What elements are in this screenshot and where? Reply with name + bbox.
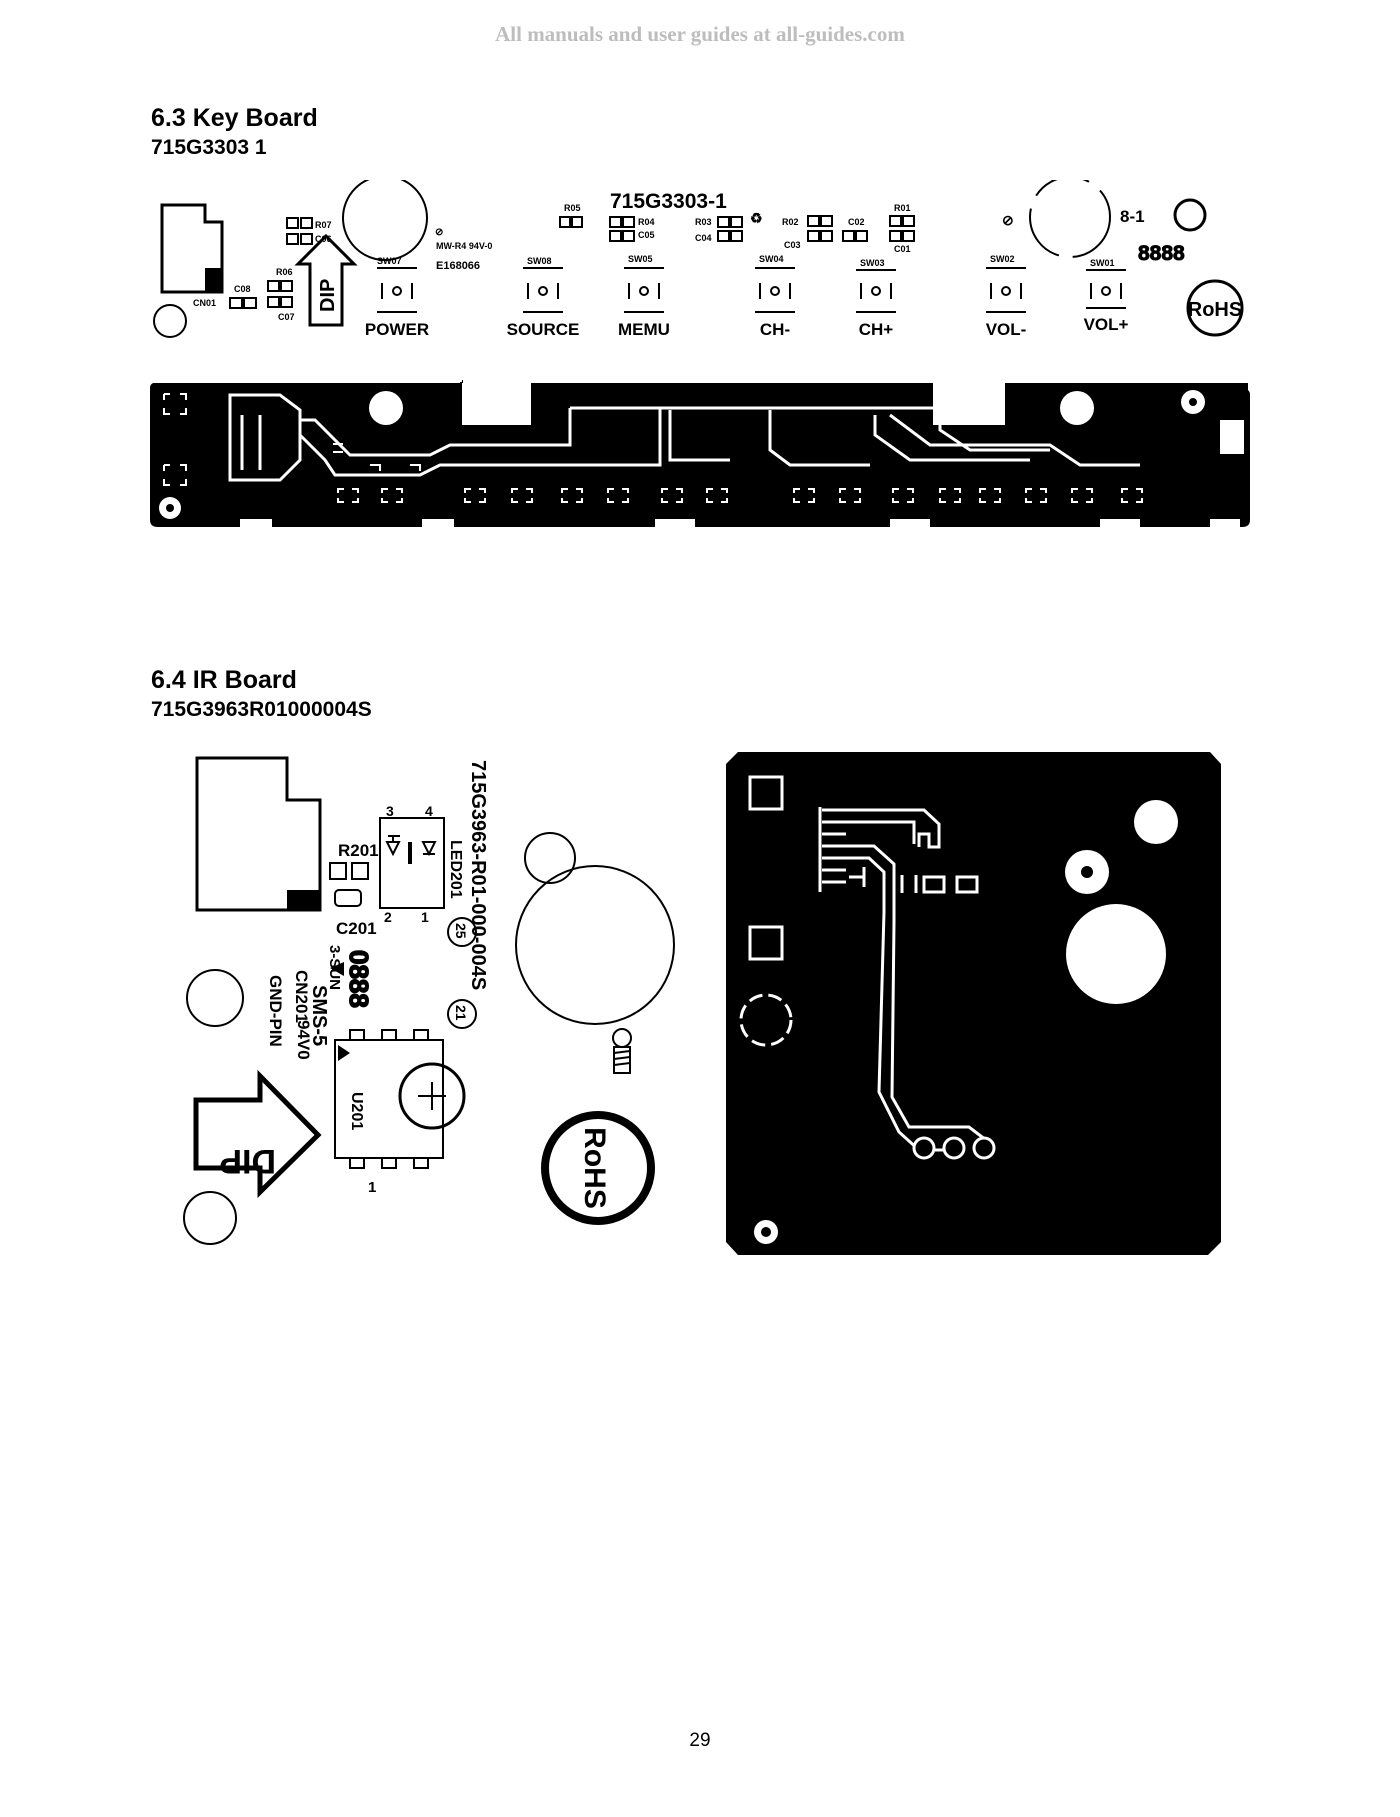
svg-text:SW02: SW02 bbox=[990, 254, 1015, 264]
comp-label: R05 bbox=[564, 203, 581, 213]
model-label: SMS-5 bbox=[308, 985, 330, 1046]
board-body bbox=[150, 383, 1250, 527]
standoff-circle bbox=[1029, 180, 1111, 258]
ir-board-silkscreen: R201 C201 CN201 GND-PIN 94V0 3-SUN SMS-5… bbox=[183, 756, 675, 1245]
led-pin: 4 bbox=[425, 803, 433, 819]
watermark: All manuals and user guides at all-guide… bbox=[495, 22, 905, 46]
key-switch-ch-plus: SW03 CH+ bbox=[856, 258, 896, 339]
rohs-mark-circle bbox=[1186, 279, 1244, 337]
comp-label: R07 bbox=[315, 220, 332, 230]
comp-label: C01 bbox=[894, 244, 911, 254]
rating-label: 94V0 bbox=[294, 1020, 313, 1060]
key-label-ch-minus: CH- bbox=[760, 320, 790, 339]
comp-label: R201 bbox=[338, 841, 379, 860]
dip-label: DIP bbox=[317, 279, 339, 312]
file-number: E168066 bbox=[436, 260, 480, 272]
svg-text:SW04: SW04 bbox=[759, 254, 784, 264]
connector-outline bbox=[160, 203, 224, 294]
comp-label: R02 bbox=[782, 217, 799, 227]
dip-label: DIP bbox=[219, 1142, 276, 1180]
key-switch-vol-minus: SW02 VOL- bbox=[986, 254, 1027, 339]
pin-1-label: 1 bbox=[368, 1179, 376, 1196]
mount-hole bbox=[183, 1191, 237, 1245]
svg-text:SW08: SW08 bbox=[527, 256, 552, 266]
circle-mark: 21 bbox=[453, 1005, 469, 1021]
section-subheading-key-board: 715G3303 1 bbox=[151, 136, 267, 159]
rohs-mark-circle bbox=[541, 1111, 655, 1225]
connector-pin1-mark bbox=[205, 268, 222, 292]
standoff-circle bbox=[515, 865, 675, 1025]
comp-label: C07 bbox=[278, 312, 295, 322]
comp-label: C201 bbox=[336, 919, 377, 938]
comp-label: C02 bbox=[848, 217, 865, 227]
mount-hole bbox=[524, 832, 576, 884]
led-pin: 2 bbox=[384, 909, 392, 925]
section-subheading-ir-board: 715G3963R01000004S bbox=[151, 698, 372, 721]
comp-label: R01 bbox=[894, 203, 911, 213]
led-pin: 1 bbox=[421, 909, 429, 925]
key-switch-ch-minus: SW04 CH- bbox=[755, 254, 795, 339]
rohs-mark: RoHS bbox=[578, 1127, 611, 1209]
key-label-memu: MEMU bbox=[618, 320, 670, 339]
ul-marking: MW-R4 94V-0 bbox=[436, 241, 492, 251]
standoff-circle bbox=[342, 180, 428, 261]
screw-icon: ⊘ bbox=[435, 227, 443, 238]
dip-arrow-icon bbox=[294, 233, 358, 327]
date-code: 8888 bbox=[1138, 242, 1185, 265]
board-id: 715G3303-1 bbox=[610, 190, 727, 213]
date-code: 0888 bbox=[344, 950, 374, 1008]
svg-text:SW07: SW07 bbox=[377, 256, 402, 266]
key-board-copper bbox=[150, 380, 1250, 527]
comp-label: CN01 bbox=[193, 298, 216, 308]
mount-hole bbox=[1173, 198, 1207, 232]
ground-pin-label: GND-PIN bbox=[266, 975, 285, 1047]
key-switch-power: SW07 POWER bbox=[365, 256, 429, 339]
comp-label: C03 bbox=[784, 240, 801, 250]
comp-label: R06 bbox=[276, 267, 293, 277]
circle-mark: 25 bbox=[453, 923, 469, 939]
section-heading-key-board: 6.3 Key Board bbox=[151, 104, 318, 132]
connector-outline bbox=[195, 756, 322, 912]
key-switch-vol-plus: SW01 VOL+ bbox=[1084, 258, 1129, 334]
dip-arrow-icon bbox=[193, 1069, 322, 1198]
key-label-source: SOURCE bbox=[507, 320, 580, 339]
key-board-silkscreen: CN01 R07 C06 C08 R06 C07 DIP ⊘ MW-R4 94V… bbox=[153, 180, 1244, 339]
svg-text:SW01: SW01 bbox=[1090, 258, 1115, 268]
led-outline bbox=[379, 817, 445, 909]
comp-label: C05 bbox=[638, 230, 655, 240]
comp-label: R04 bbox=[638, 217, 655, 227]
comp-label: CN201 bbox=[292, 970, 311, 1023]
comp-label: C08 bbox=[234, 284, 251, 294]
comp-label: LED201 bbox=[447, 840, 464, 899]
comp-label: C04 bbox=[695, 233, 712, 243]
mount-hole bbox=[186, 969, 244, 1027]
rev-mark: 8-1 bbox=[1120, 207, 1145, 226]
connector-pin1-mark bbox=[287, 890, 320, 910]
svg-text:SW03: SW03 bbox=[860, 258, 885, 268]
page-number: 29 bbox=[689, 1730, 711, 1751]
key-label-ch-plus: CH+ bbox=[859, 320, 894, 339]
recycle-icon: ♻ bbox=[750, 210, 763, 226]
key-label-vol-plus: VOL+ bbox=[1084, 315, 1129, 334]
screw-icon: ⊘ bbox=[1002, 212, 1014, 228]
key-switch-memu: SW05 MEMU bbox=[618, 254, 670, 339]
led-pin: 3 bbox=[386, 803, 394, 819]
section-heading-ir-board: 6.4 IR Board bbox=[151, 666, 297, 694]
mount-hole bbox=[153, 304, 187, 338]
comp-label: U201 bbox=[348, 1092, 365, 1130]
comp-label: R03 bbox=[695, 217, 712, 227]
key-switch-source: SW08 SOURCE bbox=[507, 256, 580, 339]
key-label-power: POWER bbox=[365, 320, 429, 339]
key-label-vol-minus: VOL- bbox=[986, 320, 1027, 339]
screw-icon bbox=[612, 1028, 632, 1074]
board-id: 715G3963-R01-000-004S bbox=[467, 760, 489, 990]
ir-board-copper bbox=[726, 752, 1221, 1255]
rohs-mark: RoHS bbox=[1188, 299, 1242, 321]
svg-text:SW05: SW05 bbox=[628, 254, 653, 264]
